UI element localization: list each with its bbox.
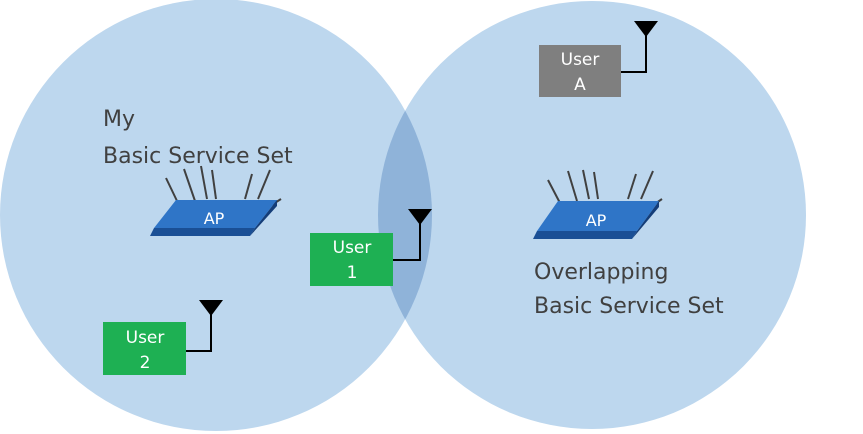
ap-body-side	[250, 200, 277, 236]
antenna-tip-icon	[634, 21, 658, 37]
ap-label: AP	[204, 209, 225, 228]
user-1-label-line2: 1	[347, 263, 358, 283]
overlapping-bss-label-line2: Basic Service Set	[534, 294, 724, 319]
my-bss-label-line2: Basic Service Set	[103, 144, 293, 169]
my-bss-label-line1: My	[103, 107, 135, 132]
overlapping-bss-access-point: AP	[533, 169, 663, 239]
antenna-tip-icon	[408, 209, 432, 225]
user-1-box	[310, 233, 393, 286]
ap-body-front	[533, 231, 637, 239]
ap-body-front	[150, 228, 255, 236]
user-2-label-line1: User	[126, 328, 165, 348]
ap-body-top	[537, 201, 659, 231]
user-a-station: User A	[539, 21, 658, 97]
user-a-label-line2: A	[574, 75, 586, 95]
antenna-icon	[393, 220, 421, 261]
user-a-label-line1: User	[561, 50, 600, 70]
user-a-box	[539, 45, 621, 97]
ap-body-side	[632, 201, 659, 239]
user-1-label-line1: User	[333, 238, 372, 258]
user-2-label-line2: 2	[140, 353, 151, 373]
my-bss-access-point: AP	[150, 165, 282, 236]
antenna-tip-icon	[199, 300, 223, 316]
overlapping-bss-label-line1: Overlapping	[534, 260, 668, 285]
user-2-station: User 2	[103, 300, 223, 375]
user-1-station: User 1	[310, 209, 432, 286]
antenna-icon	[621, 32, 647, 73]
ap-body-top	[154, 200, 277, 228]
user-2-box	[103, 322, 186, 375]
antenna-icon	[186, 312, 212, 352]
ap-label: AP	[586, 211, 607, 230]
